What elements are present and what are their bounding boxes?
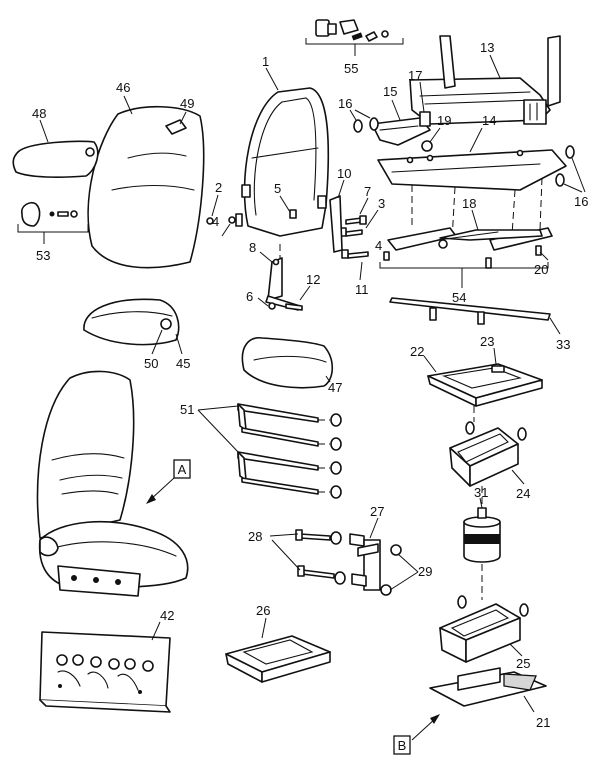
- callout-11: 11: [355, 282, 369, 297]
- callout-7: 7: [364, 184, 371, 199]
- callout-27: 27: [370, 504, 384, 519]
- callout-22: 22: [410, 344, 424, 359]
- callout-labels: 1 2 3 4 4 5 6 7 8 10 11 12 13 14 15 16 1…: [32, 40, 588, 753]
- callout-29: 29: [418, 564, 432, 579]
- part-45-bolster: [83, 298, 183, 355]
- part-42-control-panel: [39, 621, 171, 713]
- callout-3: 3: [378, 196, 385, 211]
- part-33-crossbar: [389, 297, 561, 335]
- part-15-bracket: [371, 99, 431, 146]
- part-53-knob-set: [17, 201, 89, 244]
- view-arrow-b: [393, 714, 440, 755]
- callout-33: 33: [556, 337, 570, 352]
- callout-17: 17: [408, 68, 422, 83]
- part-7-3-bolts: [339, 197, 379, 281]
- callout-6: 6: [246, 289, 253, 304]
- callout-23: 23: [480, 334, 494, 349]
- callout-19: 19: [437, 113, 451, 128]
- part-55-hardware: [305, 19, 404, 56]
- callout-4b: 4: [375, 238, 382, 253]
- callout-26: 26: [256, 603, 270, 618]
- part-46-back-cushion: [87, 95, 205, 269]
- part-25-lower-scissor: [439, 595, 529, 663]
- callout-16b: 16: [574, 194, 588, 209]
- assembled-seat: [36, 370, 189, 597]
- part-27-28-29-shock: [269, 517, 419, 596]
- part-21-base: [429, 667, 547, 713]
- part-51-tie-rods: [197, 403, 342, 499]
- callout-4a: 4: [212, 214, 219, 229]
- callout-18: 18: [462, 196, 476, 211]
- callout-53: 53: [36, 248, 50, 263]
- part-26-platform: [225, 617, 331, 683]
- callout-48: 48: [32, 106, 46, 121]
- callout-10: 10: [337, 166, 351, 181]
- callout-14: 14: [482, 113, 496, 128]
- callout-8: 8: [249, 240, 256, 255]
- callout-2: 2: [215, 180, 222, 195]
- callout-46: 46: [116, 80, 130, 95]
- callout-45: 45: [176, 356, 190, 371]
- callout-13: 13: [480, 40, 494, 55]
- view-tag-b: B: [398, 738, 407, 753]
- callout-24: 24: [516, 486, 530, 501]
- part-47-cushion: [241, 337, 334, 389]
- view-tag-a: A: [178, 462, 187, 477]
- view-arrow-a: [146, 459, 191, 504]
- callout-42: 42: [160, 608, 174, 623]
- callout-5: 5: [274, 181, 281, 196]
- part-48-headrest: [12, 119, 99, 178]
- part-16-washers: [349, 109, 586, 193]
- part-22-upper-plate: [423, 347, 543, 422]
- part-14-base-plate: [377, 127, 567, 241]
- part-10-lever: [329, 179, 345, 253]
- part-31-air-spring: [463, 497, 501, 600]
- callout-55: 55: [344, 61, 358, 76]
- callout-20: 20: [534, 262, 548, 277]
- part-24-scissor: [449, 421, 527, 512]
- callout-31: 31: [474, 485, 488, 500]
- callout-28: 28: [248, 529, 262, 544]
- callout-21: 21: [536, 715, 550, 730]
- control-levers: [56, 654, 154, 694]
- part-18-slide-rails: [379, 209, 553, 288]
- callout-51: 51: [180, 402, 194, 417]
- part-17-19-fasteners: [419, 81, 441, 152]
- callout-49: 49: [180, 96, 194, 111]
- callout-54: 54: [452, 290, 466, 305]
- callout-12: 12: [306, 272, 320, 287]
- callout-47: 47: [328, 380, 342, 395]
- part-13-seat-pan: [409, 35, 561, 125]
- part-1-backrest-frame: [241, 67, 330, 237]
- callout-25: 25: [516, 656, 530, 671]
- callout-15: 15: [383, 84, 397, 99]
- callout-50: 50: [144, 356, 158, 371]
- callout-16a: 16: [338, 96, 352, 111]
- part-8-recliner: [257, 244, 311, 311]
- part-2-4-hardware: [206, 194, 243, 237]
- callout-1: 1: [262, 54, 269, 69]
